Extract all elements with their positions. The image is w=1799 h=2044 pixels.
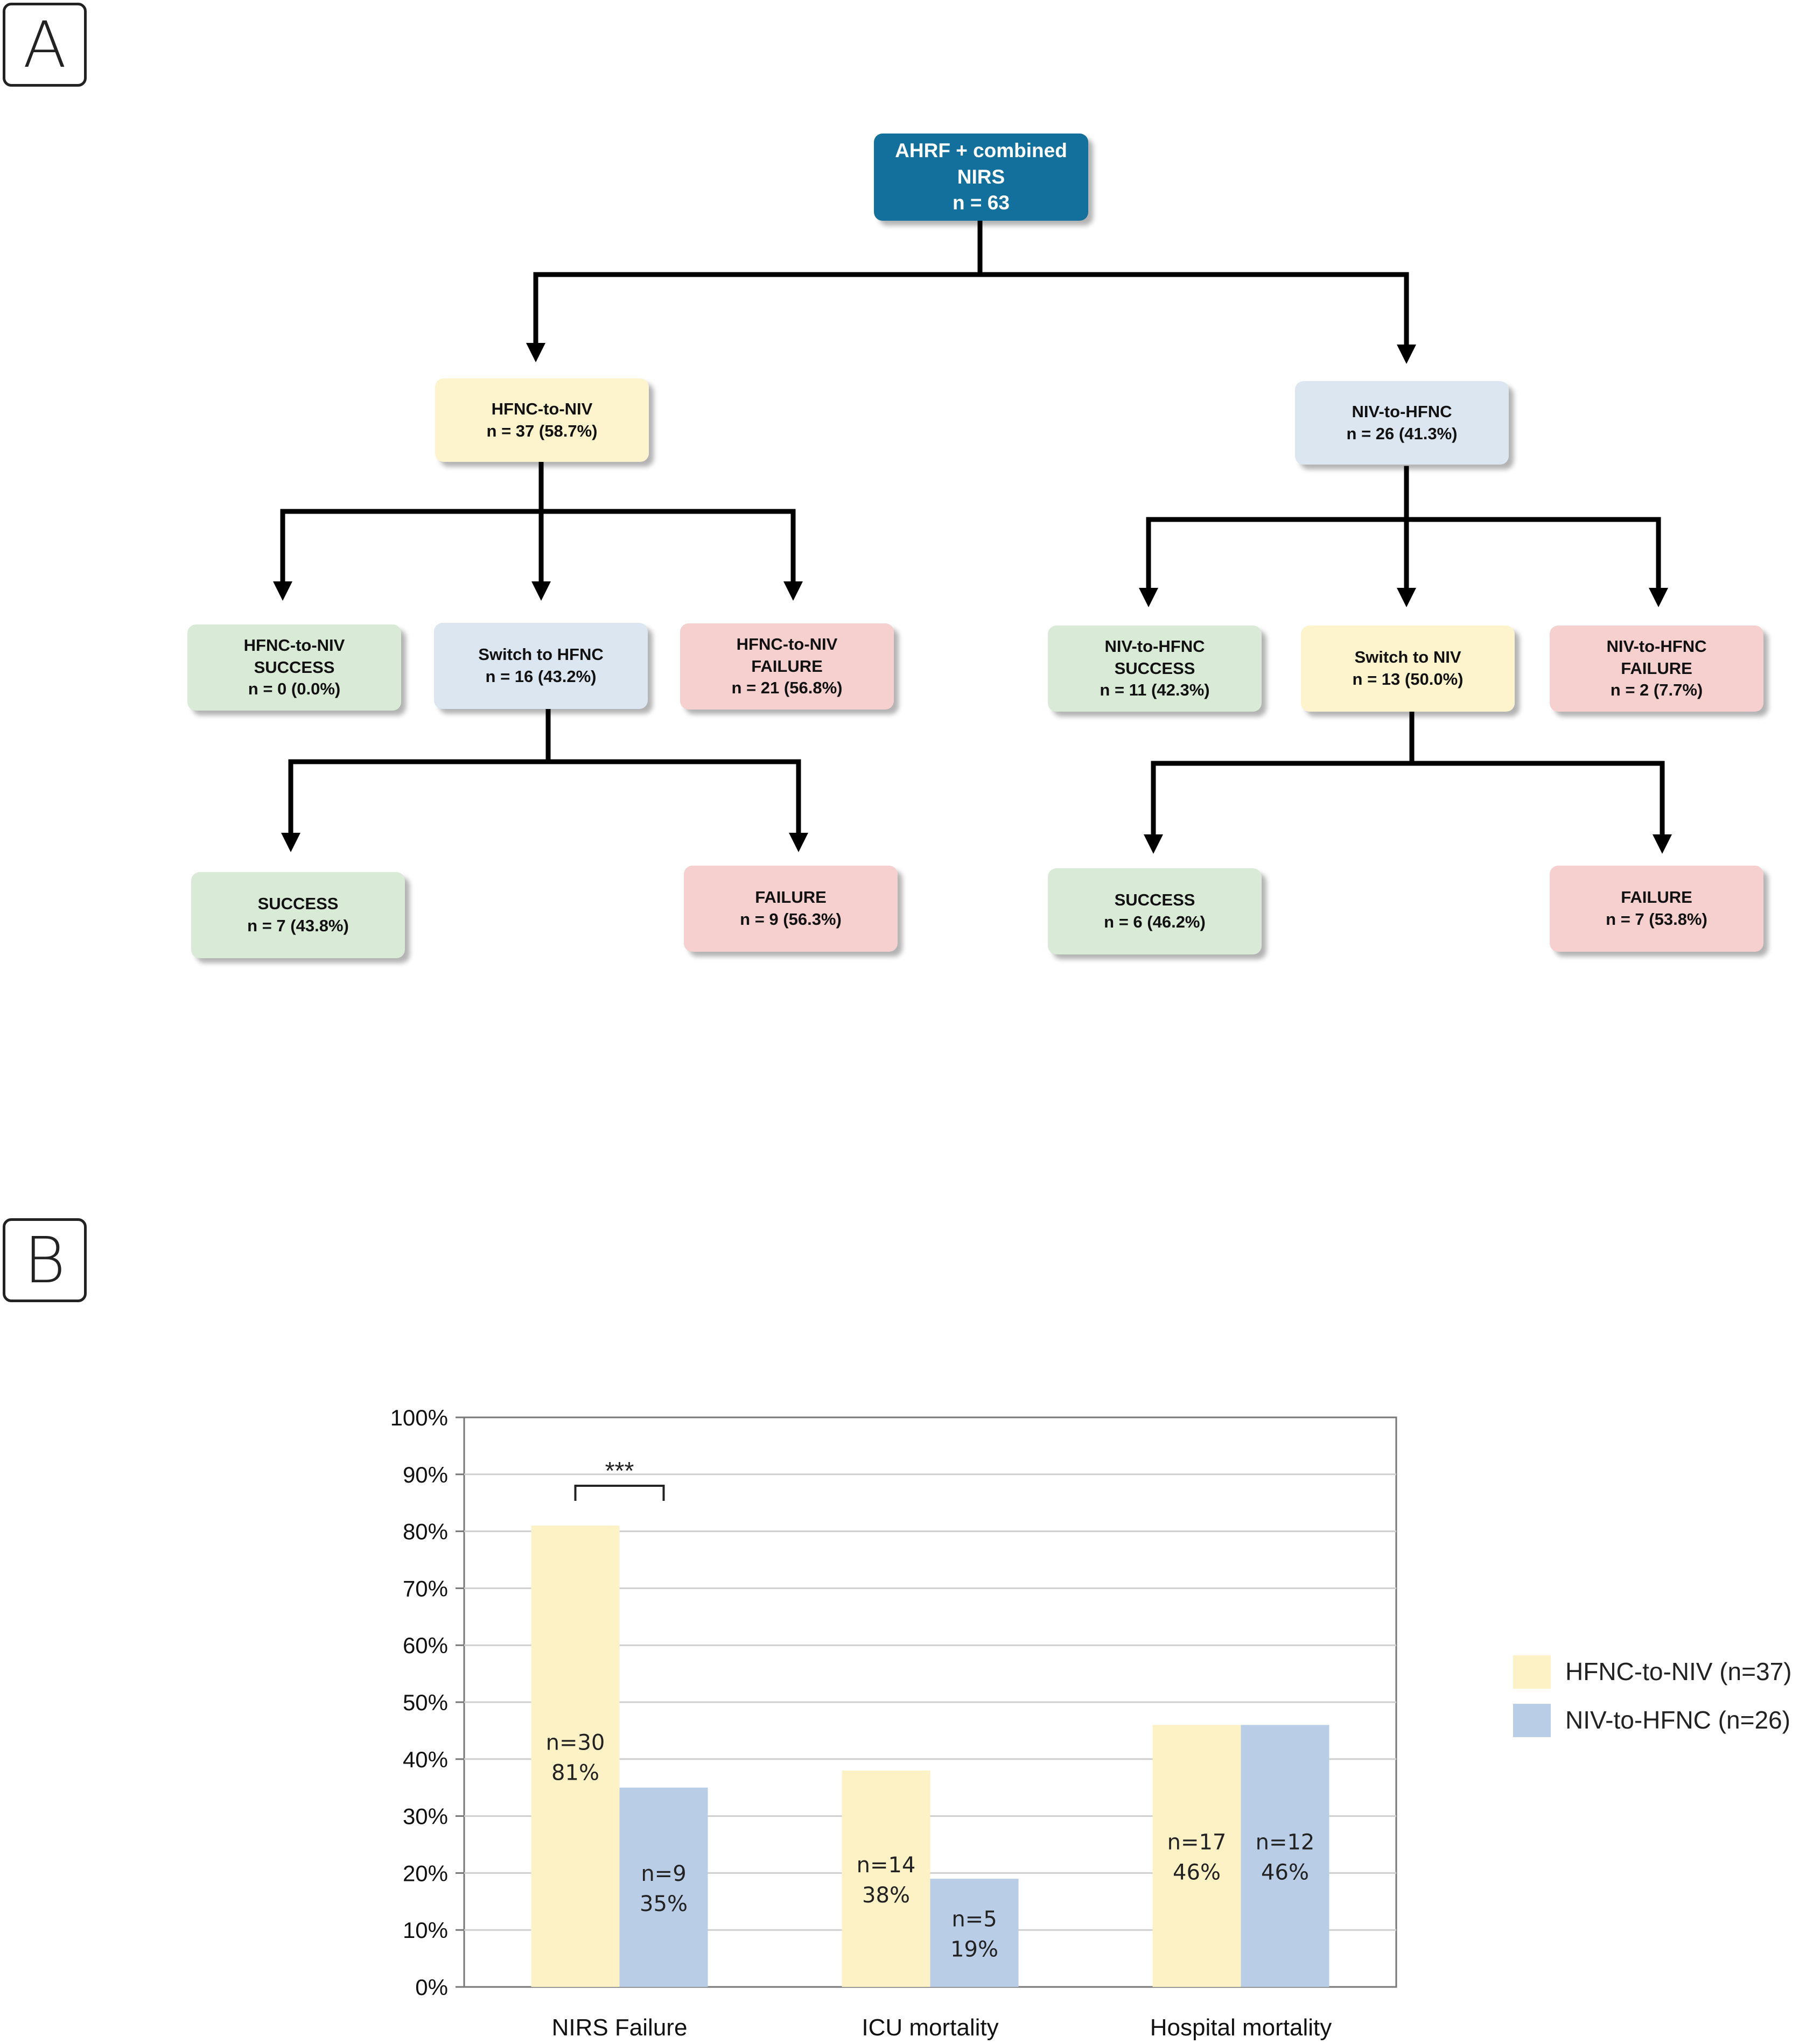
data-label: 46% [1261,1860,1309,1885]
node-line: Switch to HFNC [478,645,604,664]
node-line: SUCCESS [257,894,339,914]
node-line: HFNC-to-NIV [243,635,345,655]
node-line: n = 37 (58.7%) [486,421,598,440]
node-line: FAILURE [1621,888,1692,907]
node-right-failure: FAILURE n = 7 (53.8%) [1550,866,1763,952]
y-tick-label: 70% [403,1576,448,1601]
data-label: n=12 [1256,1830,1315,1855]
y-tick-label: 10% [403,1917,448,1943]
y-tick-label: 60% [403,1633,448,1658]
legend-label: NIV-to-HFNC (n=26) [1565,1706,1790,1734]
node-niv-to-hfnc: NIV-to-HFNC n = 26 (41.3%) [1295,381,1509,465]
data-label: 35% [640,1892,688,1916]
node-line: n = 26 (41.3%) [1346,424,1458,443]
node-right-success: SUCCESS n = 6 (46.2%) [1048,868,1262,954]
y-tick-label: 20% [403,1860,448,1886]
y-tick-label: 0% [415,1975,448,2000]
y-tick-label: 80% [403,1519,448,1544]
node-switch-to-niv: Switch to NIV n = 13 (50.0%) [1301,626,1515,712]
node-hfnc-to-niv: HFNC-to-NIV n = 37 (58.7%) [435,378,649,462]
bar [619,1787,708,1987]
node-line: SUCCESS [254,657,335,677]
x-tick-label: NIRS Failure [552,2014,688,2041]
data-label: 19% [950,1937,998,1962]
node-line: NIV-to-HFNC [1104,636,1205,656]
bar [930,1878,1019,1987]
y-tick-label: 50% [403,1690,448,1715]
node-line: n = 63 [953,192,1010,214]
node-line: SUCCESS [1114,658,1195,678]
node-line: HFNC-to-NIV [736,634,838,654]
node-hfnc-to-niv-success: HFNC-to-NIV SUCCESS n = 0 (0.0%) [187,624,401,711]
legend-swatch [1513,1655,1551,1689]
plot-area [463,1416,1397,1988]
node-line: n = 13 (50.0%) [1352,670,1464,689]
data-label: n=14 [857,1853,916,1878]
node-line: NIV-to-HFNC [1352,402,1452,421]
bar [1152,1725,1241,1987]
legend-swatch [1513,1704,1551,1737]
data-label: 46% [1173,1860,1221,1885]
node-line: NIRS [957,165,1005,188]
node-line: SUCCESS [1114,890,1195,910]
node-switch-to-hfnc: Switch to HFNC n = 16 (43.2%) [434,623,648,709]
panel-a-label: A [3,3,87,87]
node-line: n = 7 (53.8%) [1606,910,1707,929]
bar [842,1770,930,1987]
data-label: 81% [551,1761,599,1786]
node-line: FAILURE [755,888,827,907]
x-tick-label: Hospital mortality [1150,2014,1332,2041]
node-niv-to-hfnc-success: NIV-to-HFNC SUCCESS n = 11 (42.3%) [1048,626,1262,712]
data-label: n=30 [546,1731,605,1755]
data-label: n=9 [641,1862,686,1886]
node-line: HFNC-to-NIV [491,399,593,418]
node-line: n = 0 (0.0%) [248,679,341,699]
legend-label: HFNC-to-NIV (n=37) [1565,1657,1791,1685]
flowchart-connectors [273,218,1672,854]
node-ahrf-combined-nirs: AHRF + combined NIRS n = 63 [874,134,1088,221]
panel-b-label: B [3,1218,87,1302]
node-line: n = 21 (56.8%) [731,678,843,698]
node-line: n = 11 (42.3%) [1100,680,1210,700]
data-label: n=17 [1167,1830,1227,1855]
y-tick-label: 90% [403,1462,448,1487]
node-line: n = 6 (46.2%) [1104,912,1206,931]
node-line: n = 16 (43.2%) [485,667,597,686]
node-line: Switch to NIV [1354,648,1461,667]
x-tick-label: ICU mortality [862,2014,998,2041]
y-tick-label: 30% [403,1804,448,1829]
node-niv-to-hfnc-failure: NIV-to-HFNC FAILURE n = 2 (7.7%) [1550,626,1763,712]
bar [531,1526,620,1987]
node-left-failure: FAILURE n = 9 (56.3%) [684,866,898,952]
node-line: AHRF + combined [895,139,1067,161]
node-line: FAILURE [751,656,823,676]
significance-bracket [574,1484,665,1501]
node-left-success: SUCCESS n = 7 (43.8%) [191,872,405,958]
node-line: n = 2 (7.7%) [1610,680,1703,700]
y-tick-label: 100% [390,1405,448,1430]
node-line: FAILURE [1621,658,1692,678]
node-hfnc-to-niv-failure: HFNC-to-NIV FAILURE n = 21 (56.8%) [680,623,894,710]
data-label: 38% [862,1883,910,1908]
y-tick-label: 40% [403,1747,448,1772]
node-line: n = 9 (56.3%) [740,910,842,929]
data-label: n=5 [951,1907,997,1931]
significance-annotation: *** [605,1457,634,1485]
node-line: NIV-to-HFNC [1606,636,1707,656]
bar [1241,1725,1329,1987]
node-line: n = 7 (43.8%) [247,916,349,935]
